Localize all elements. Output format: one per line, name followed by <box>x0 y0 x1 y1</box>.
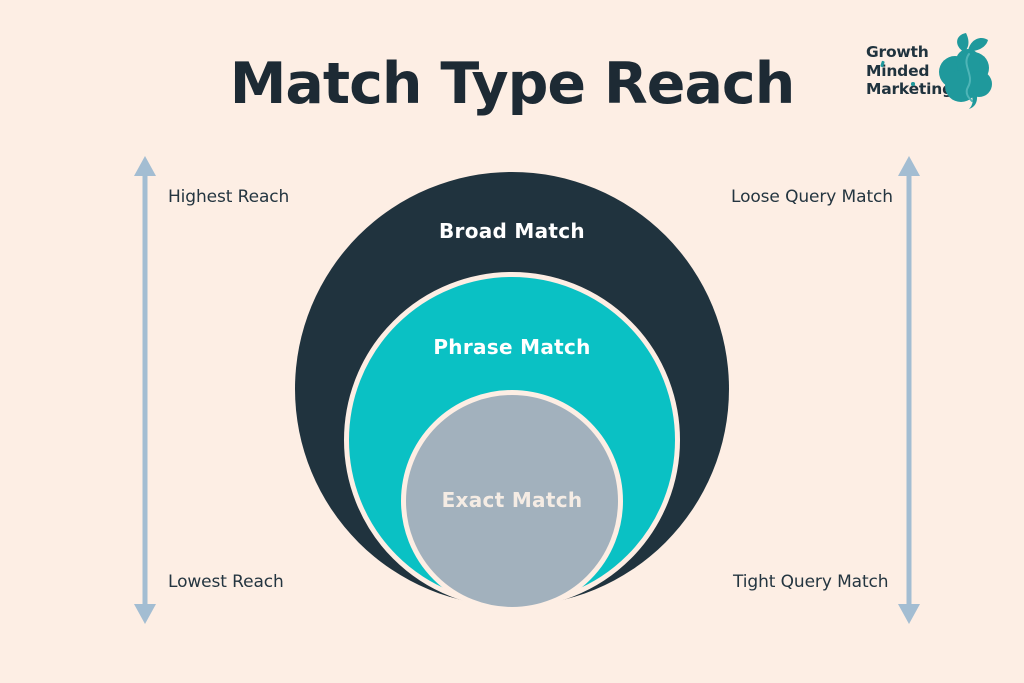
phrase-match-label: Phrase Match <box>433 335 591 359</box>
lowest-reach-label: Lowest Reach <box>168 572 284 592</box>
logo-i-dot <box>911 82 915 86</box>
logo-line-3: Marketing <box>866 80 953 98</box>
loose-query-label: Loose Query Match <box>731 187 893 207</box>
left-reach-arrow <box>134 156 156 624</box>
tight-query-label: Tight Query Match <box>733 572 889 592</box>
exact-match-circle <box>401 390 623 612</box>
page-title: Match Type Reach <box>229 51 796 117</box>
right-query-arrow <box>898 156 920 624</box>
exact-match-label: Exact Match <box>441 488 583 512</box>
brain-plant-icon <box>939 33 992 109</box>
logo-line-1: Growth <box>866 43 929 61</box>
highest-reach-label: Highest Reach <box>168 187 290 207</box>
broad-match-label: Broad Match <box>439 219 585 243</box>
